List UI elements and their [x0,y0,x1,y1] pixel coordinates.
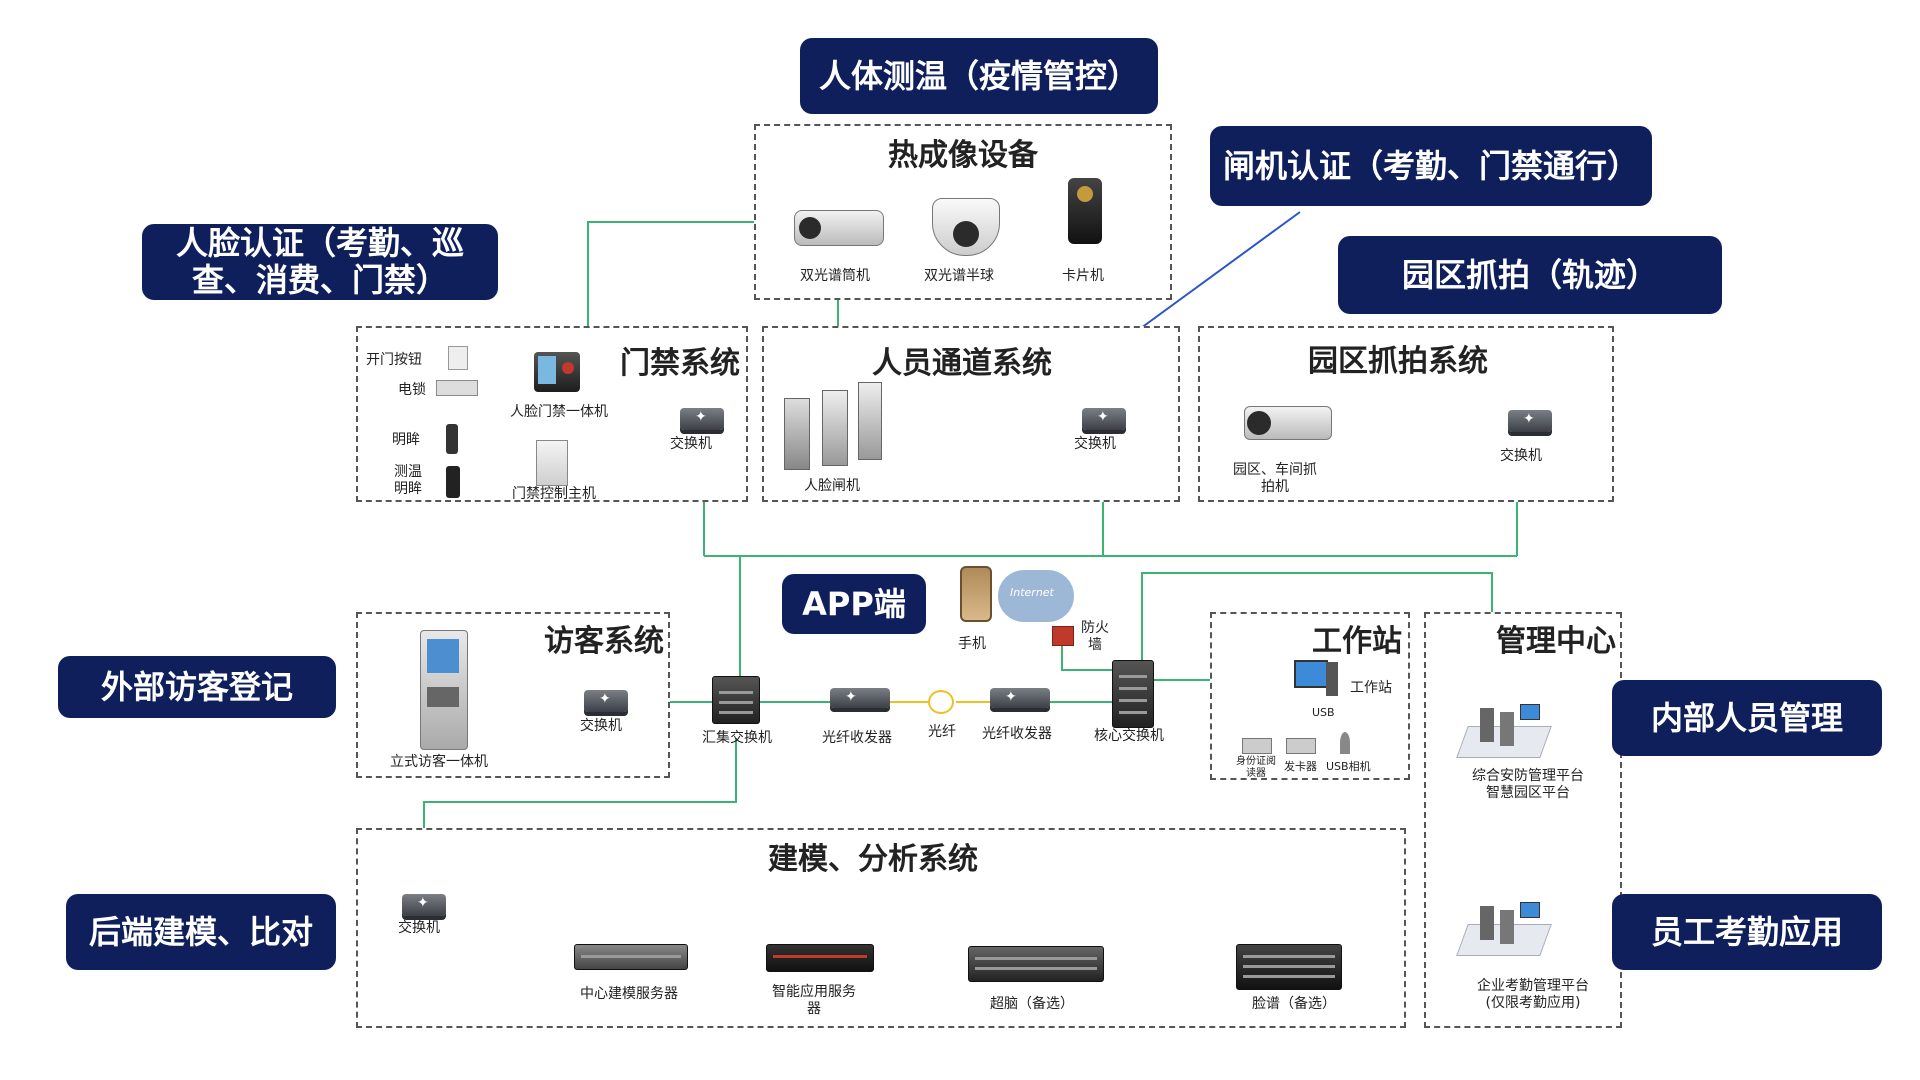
visitor-switch-label: 交换机 [580,718,622,734]
thermal-device-3-label: 卡片机 [1062,268,1104,284]
pc-label: 工作站 [1350,680,1392,696]
firewall-icon [1052,626,1074,646]
ac-switch-label: 交换机 [670,436,712,452]
thermal-device-2-label: 双光谱半球 [924,268,994,284]
lock-label: 电锁 [398,382,426,398]
internet-label: Internet [1010,586,1054,599]
card-issuer-icon [1286,738,1316,754]
fiber-icon [928,690,954,714]
pc-icon [1294,660,1338,698]
callout-visitor-reg: 外部访客登记 [58,656,336,718]
link-thermal-face [587,221,758,326]
usb-camera-icon [1340,732,1350,754]
dome-camera-icon [932,198,1000,256]
passage-switch-label: 交换机 [1074,436,1116,452]
callout-staff-attendance: 员工考勤应用 [1612,894,1882,970]
server-1-label: 中心建模服务器 [580,986,678,1002]
callout-internal-mgmt: 内部人员管理 [1612,680,1882,756]
capture-camera-icon [1244,406,1332,440]
phone-icon [960,566,992,622]
callout-face-auth: 人脸认证（考勤、巡查、消费、门禁） [142,224,498,300]
capture-camera-label: 园区、车间抓拍机 [1233,462,1317,495]
core-switch-label: 核心交换机 [1094,728,1164,744]
open-button-label: 开门按钮 [366,352,422,368]
usb-camera-label: USB相机 [1326,760,1371,773]
id-reader-label: 身份证阅读器 [1236,756,1276,779]
callout-body-temp: 人体测温（疫情管控） [800,38,1158,114]
fiber-label: 光纤 [928,724,956,740]
server-3-label: 超脑（备选） [990,996,1074,1012]
reader-icon [446,424,458,454]
agg-switch-icon [712,676,760,724]
platform-2-label: 企业考勤管理平台(仅限考勤应用) [1477,978,1589,1011]
callout-app: APP端 [782,574,926,634]
callout-face-auth-text: 人脸认证（考勤、巡查、消费、门禁） [175,224,464,299]
park-switch-label: 交换机 [1500,448,1542,464]
card-camera-icon [1068,178,1102,244]
face-gate-icon [784,380,884,476]
kiosk-label: 立式访客一体机 [390,754,488,770]
passage-switch-icon [1082,408,1126,430]
visitor-title: 访客系统 [544,624,664,659]
visitor-switch-icon [584,690,628,712]
fiber-tx-1-icon [830,688,890,708]
modeling-title: 建模、分析系统 [768,842,978,877]
button-icon [448,346,468,370]
management-title: 管理中心 [1496,624,1616,659]
controller-label: 门禁控制主机 [512,486,596,502]
platform-1-icon [1456,702,1552,762]
callout-backend-model: 后端建模、比对 [66,894,336,970]
management-box [1424,612,1622,1028]
passage-title: 人员通道系统 [872,346,1052,381]
park-capture-title: 园区抓拍系统 [1308,344,1488,379]
platform-2-icon [1456,900,1552,960]
platform-1-label: 综合安防管理平台智慧园区平台 [1472,768,1584,801]
thermal-title: 热成像设备 [888,138,1038,173]
temp-reader-icon [446,466,460,498]
thermal-device-1-label: 双光谱筒机 [800,268,870,284]
modeling-box [356,828,1406,1028]
fiber-tx-2-label: 光纤收发器 [982,726,1052,742]
kiosk-icon [420,630,468,750]
controller-icon [536,440,568,486]
server-1-icon [574,944,688,970]
phone-label: 手机 [958,636,986,652]
id-reader-icon [1242,738,1272,754]
modeling-switch-label: 交换机 [398,920,440,936]
usb-label: USB [1312,706,1335,719]
server-2-label: 智能应用服务器 [772,984,856,1017]
server-2-icon [766,944,874,972]
core-switch-icon [1112,660,1154,728]
face-terminal-label: 人脸门禁一体机 [510,404,608,420]
face-gate-label: 人脸闸机 [804,478,860,494]
server-4-label: 脸谱（备选） [1252,996,1336,1012]
agg-switch-label: 汇集交换机 [702,730,772,746]
server-4-icon [1236,944,1342,990]
reader-label: 明眸 [392,432,420,448]
bullet-camera-icon [794,210,884,246]
callout-park-snap: 园区抓拍（轨迹） [1338,236,1722,314]
firewall-label: 防火墙 [1081,620,1109,653]
park-switch-icon [1508,410,1552,432]
ac-switch-icon [680,408,724,430]
temp-reader-label: 测温明眸 [394,464,422,497]
fiber-tx-1-label: 光纤收发器 [822,730,892,746]
modeling-switch-icon [402,894,446,916]
callout-gate-auth: 闸机认证（考勤、门禁通行） [1210,126,1652,206]
lock-icon [436,380,478,396]
workstation-title: 工作站 [1312,624,1402,659]
fiber-tx-2-icon [990,688,1050,708]
card-issuer-label: 发卡器 [1284,760,1317,773]
access-control-title: 门禁系统 [620,346,740,381]
server-3-icon [968,946,1104,982]
cloud-icon: Internet [998,570,1074,622]
face-terminal-icon [534,352,580,392]
